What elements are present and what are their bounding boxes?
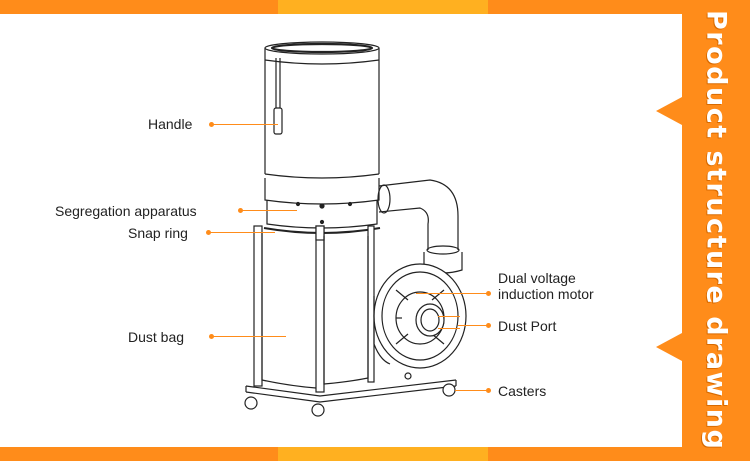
casters-dot xyxy=(486,388,491,393)
label-segregation-apparatus: Segregation apparatus xyxy=(55,203,197,219)
segregation-leader xyxy=(241,210,297,211)
banner-notch-top xyxy=(656,97,682,125)
label-snap-ring: Snap ring xyxy=(128,225,188,241)
dust-bag-leader xyxy=(212,336,286,337)
segregation-band xyxy=(264,178,380,229)
label-handle: Handle xyxy=(148,116,193,132)
side-banner xyxy=(682,14,750,447)
dust-port-dot xyxy=(486,323,491,328)
segregation-dot xyxy=(238,208,243,213)
handle-dot xyxy=(209,122,214,127)
handle-leader xyxy=(212,124,278,125)
inlet-pipe xyxy=(377,179,463,274)
casters-leader xyxy=(455,390,488,391)
banner-notch-bottom xyxy=(656,333,682,361)
snap-ring-dot xyxy=(206,230,211,235)
top-accent-bar xyxy=(0,0,750,14)
dust-port-leader xyxy=(458,325,488,326)
label-motor-line2: induction motor xyxy=(498,286,594,302)
label-dust-bag: Dust bag xyxy=(128,329,185,345)
motor-leader xyxy=(416,293,488,294)
snap-ring-leader xyxy=(209,232,275,233)
filter-canister xyxy=(264,41,380,179)
dust-port-leader-lower xyxy=(438,328,460,329)
bottom-accent-bar xyxy=(0,447,750,461)
banner-title: Product structure drawing xyxy=(700,10,732,451)
handle-drawing xyxy=(273,58,283,135)
dust-port-leader-upper xyxy=(438,316,460,317)
frame xyxy=(253,225,375,393)
label-casters: Casters xyxy=(498,383,547,399)
label-motor-line1: Dual voltage xyxy=(498,270,576,286)
label-dust-port: Dust Port xyxy=(498,318,557,334)
base-and-casters xyxy=(244,372,457,417)
dust-bag-drawing xyxy=(261,232,369,389)
dust-port-drawing xyxy=(415,303,445,337)
motor-dot xyxy=(486,291,491,296)
dust-bag-dot xyxy=(209,334,214,339)
